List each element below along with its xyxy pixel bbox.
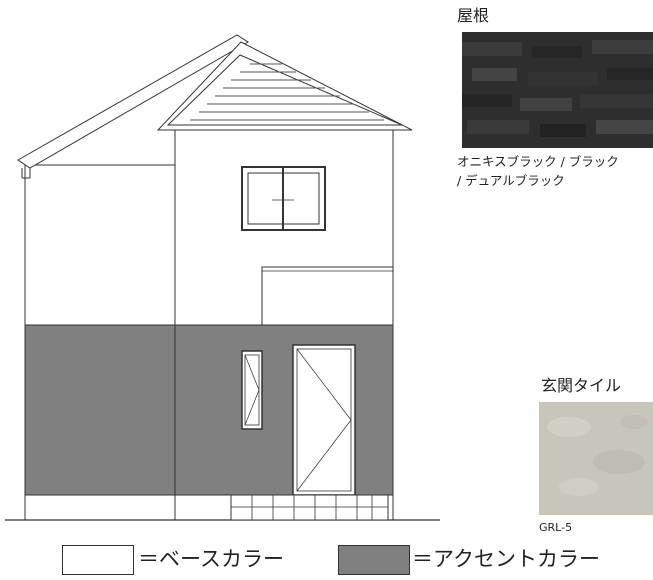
roof-material-swatch	[462, 32, 653, 148]
balcony-parapet	[261, 266, 394, 326]
legend-accent-label: ＝アクセントカラー	[412, 547, 600, 571]
legend-base-label: ＝ベースカラー	[138, 547, 284, 571]
upper-window	[241, 166, 326, 231]
tile-stone-texture	[539, 402, 653, 515]
roof-material-title: 屋根	[457, 6, 490, 25]
roof-shingle-texture	[462, 32, 653, 148]
left-wall-accent-color	[24, 324, 176, 496]
entrance-door	[292, 344, 356, 496]
right-wall-accent-color	[174, 324, 394, 496]
main-roof	[17, 34, 249, 179]
roof-material-caption-line1: オニキスブラック / ブラック	[457, 154, 619, 169]
entrance-tile-title: 玄関タイル	[541, 376, 622, 395]
entrance-steps	[230, 494, 389, 521]
entrance-tile-code: GRL-5	[539, 521, 573, 534]
gable-roof	[156, 41, 413, 131]
entrance-tile-swatch	[539, 402, 653, 515]
roof-material-caption-line2: / デュアルブラック	[457, 173, 565, 188]
legend-base-swatch	[62, 545, 134, 575]
legend-accent-swatch	[338, 545, 410, 575]
narrow-window	[241, 350, 263, 430]
left-wall-base-color	[24, 164, 176, 326]
